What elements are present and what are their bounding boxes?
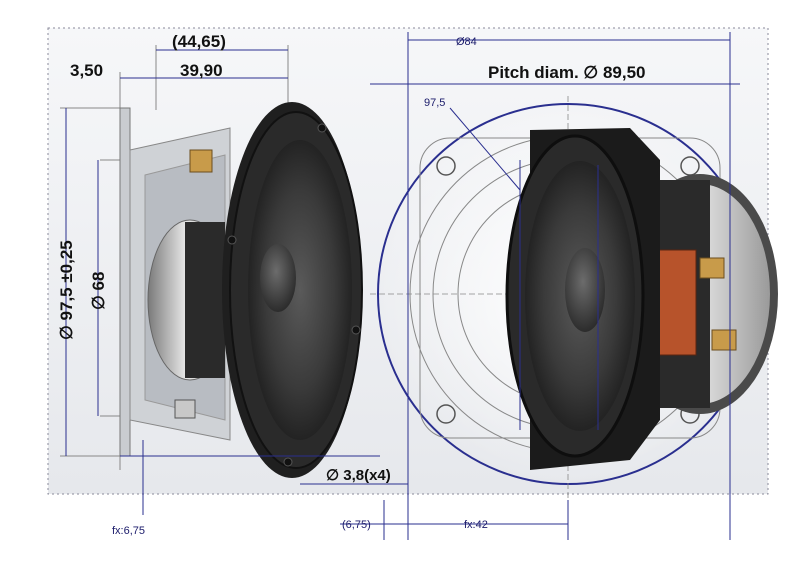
fx-left-label: fx:6,75 — [112, 525, 145, 537]
flange-plate — [119, 107, 131, 457]
side-dimensions — [65, 49, 408, 515]
front-dimensions — [340, 32, 740, 540]
body-depth-label: 39,90 — [180, 61, 223, 80]
terminal-bottom — [174, 399, 196, 419]
speaker-front-photo — [505, 128, 778, 470]
front-diameter-label: Ø84 — [456, 36, 477, 48]
side-cone — [248, 140, 352, 440]
terminal-top — [189, 149, 213, 173]
flange-thickness-label: 3,50 — [70, 61, 103, 80]
mount-hole-bl — [436, 404, 456, 424]
inner-diameter-label: ∅ 68 — [89, 272, 108, 310]
outer-diameter-label: ∅ 97,5 ±0,25 — [57, 240, 76, 340]
fx-offset-label: (6,75) — [342, 519, 371, 531]
side-dust-cap — [260, 244, 296, 312]
hole-spec-label: ∅ 3,8(x4) — [326, 467, 391, 484]
side-view — [60, 45, 363, 478]
front-dust-cap — [565, 248, 605, 332]
overall-depth-label: (44,65) — [172, 32, 226, 51]
mount-hole-tl — [436, 156, 456, 176]
pitch-diameter-label: Pitch diam. ∅ 89,50 — [488, 63, 645, 82]
corner-dim-label: 97,5 — [424, 97, 445, 109]
fx-right-label: fx:42 — [464, 519, 488, 531]
